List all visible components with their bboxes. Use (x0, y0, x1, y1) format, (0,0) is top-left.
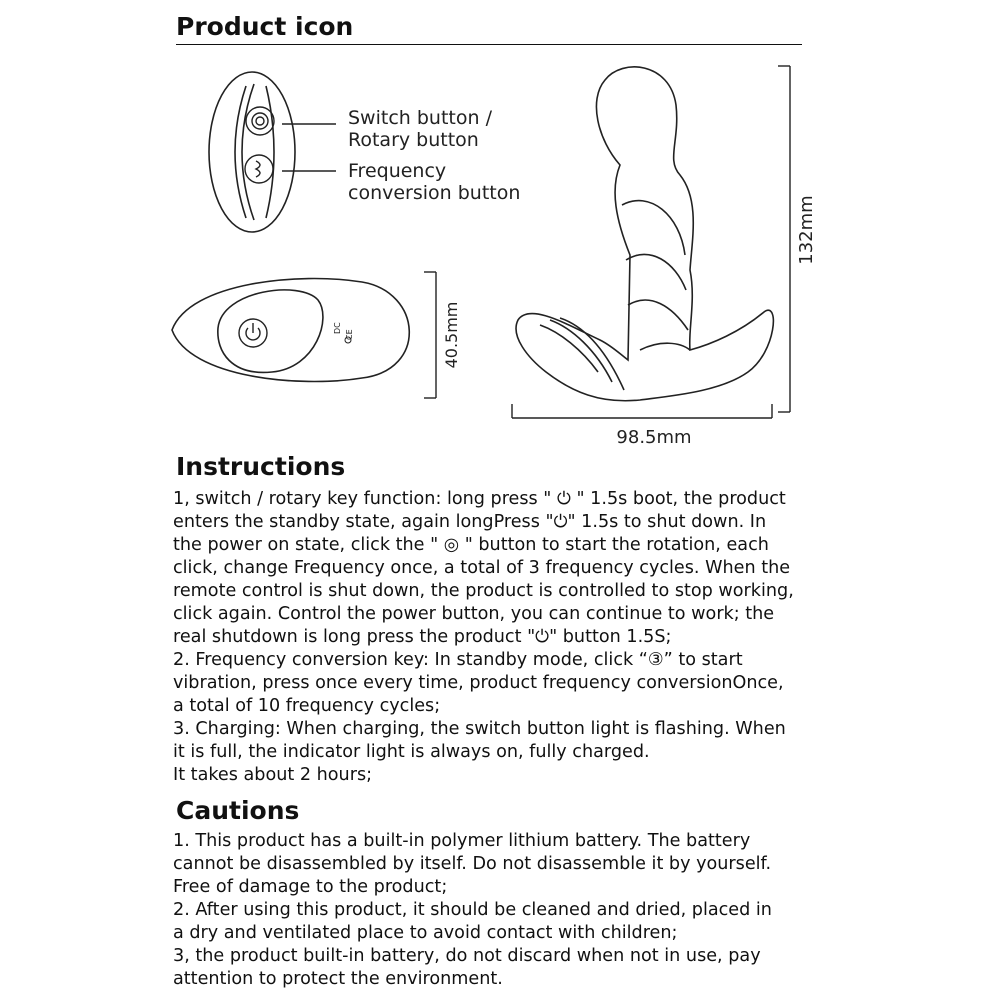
cautions-title: Cautions (176, 796, 300, 825)
product-diagram: Switch button / Rotary button Frequency … (171, 65, 817, 448)
switch-button-label: Switch button / (348, 107, 493, 129)
remote-side-view (171, 277, 410, 383)
title-divider (176, 44, 802, 45)
instructions-line: click, change Frequency once, a total of… (173, 558, 791, 578)
device-width-dimension (511, 404, 773, 419)
instructions-line: 1, switch / rotary key function: long pr… (173, 489, 786, 509)
device-width-label: 98.5mm (616, 427, 691, 448)
instructions-line: vibration, press once every time, produc… (173, 673, 784, 693)
instructions-title: Instructions (176, 452, 346, 481)
instructions-line: remote control is shut down, the product… (173, 581, 794, 601)
cautions-line: 2. After using this product, it should b… (173, 900, 772, 920)
cautions-line: a dry and ventilated place to avoid cont… (173, 923, 678, 943)
frequency-label: Frequency (348, 160, 446, 182)
svg-text:DC: DC (333, 322, 342, 334)
svg-text:CE: CE (345, 329, 354, 340)
device-side-view (515, 66, 775, 402)
instructions-line: it is full, the indicator light is alway… (173, 742, 650, 762)
certification-marks-icon: DC CE (333, 322, 354, 344)
switch-rotary-button-icon (245, 106, 275, 136)
instructions-line: a total of 10 frequency cycles; (173, 696, 441, 716)
device-height-label: 132mm (796, 195, 817, 264)
rotary-button-label: Rotary button (348, 129, 479, 151)
device-height-dimension (778, 65, 791, 413)
cautions-line: 1. This product has a built-in polymer l… (173, 831, 751, 851)
frequency-button-icon (244, 154, 274, 184)
remote-front-view (208, 71, 296, 233)
instructions-line: enters the standby state, again longPres… (173, 512, 767, 532)
instructions-line: 3. Charging: When charging, the switch b… (173, 719, 786, 739)
power-button-icon (238, 318, 268, 348)
cautions-line: Free of damage to the product; (173, 877, 448, 897)
instructions-line: 2. Frequency conversion key: In standby … (173, 650, 743, 670)
cautions-line: 3, the product built-in battery, do not … (173, 946, 761, 966)
instructions-line: It takes about 2 hours; (173, 765, 373, 785)
remote-height-dimension (424, 271, 437, 399)
product-icon-title: Product icon (176, 12, 354, 41)
cautions-line: cannot be disassembled by itself. Do not… (173, 854, 772, 874)
cautions-text: 1. This product has a built-in polymer l… (173, 830, 863, 991)
instructions-line: real shutdown is long press the product … (173, 627, 672, 647)
remote-height-label: 40.5mm (442, 302, 461, 369)
instructions-text: 1, switch / rotary key function: long pr… (173, 488, 863, 787)
instructions-line: click again. Control the power button, y… (173, 604, 775, 624)
instructions-line: the power on state, click the " ◎ " butt… (173, 535, 769, 555)
conversion-button-label: conversion button (348, 182, 520, 204)
cautions-line: attention to protect the environment. (173, 969, 503, 989)
